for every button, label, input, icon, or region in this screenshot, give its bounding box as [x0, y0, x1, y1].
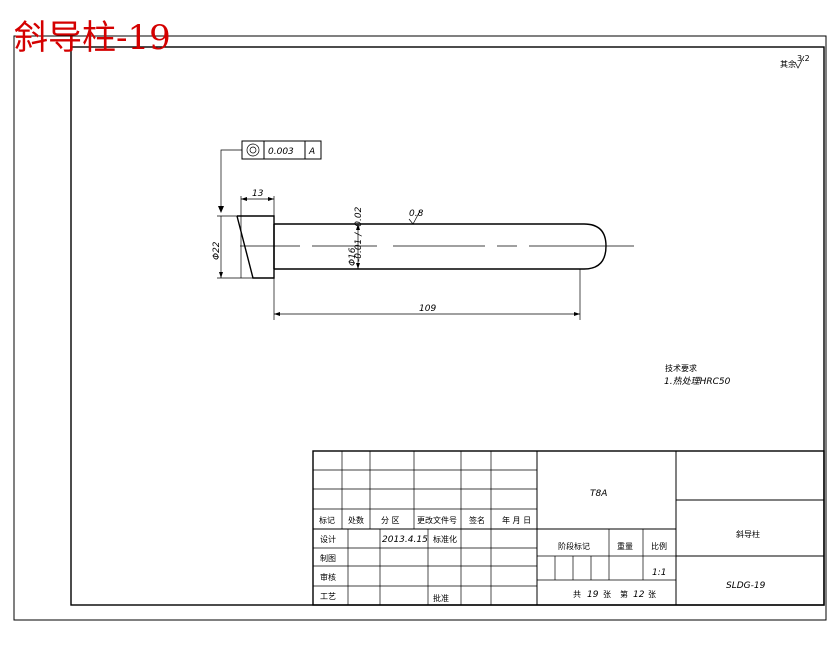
tb-sheets-label: 张 — [603, 590, 611, 599]
tb-material: T8A — [590, 489, 607, 499]
svg-text:109: 109 — [419, 304, 436, 314]
tb-weight: 重量 — [617, 541, 633, 551]
tb-process: 工艺 — [320, 592, 336, 601]
tb-doc-no: 更改文件号 — [417, 515, 457, 525]
tb-approve: 批准 — [433, 593, 449, 603]
tb-stage-mark: 阶段标记 — [558, 541, 590, 551]
svg-text:Φ16: Φ16 — [348, 247, 358, 266]
surface-note-value: 3.2 — [797, 54, 810, 63]
svg-text:0.8: 0.8 — [409, 209, 424, 219]
tb-draw: 制图 — [320, 553, 336, 563]
tb-total-label: 共 — [573, 590, 581, 599]
tb-scale: 1:1 — [652, 568, 666, 578]
tb-sign: 签名 — [469, 515, 485, 525]
dim-head-diameter: Φ22 — [212, 215, 253, 279]
tolerance-datum: A — [308, 147, 315, 157]
tolerance-value: 0.003 — [268, 147, 294, 157]
drawing-title: 斜导柱-19 — [14, 18, 171, 58]
tech-req-item: 1.热处理HRC50 — [664, 376, 731, 387]
tb-ratio: 比例 — [651, 541, 667, 551]
tb-check: 审核 — [320, 572, 336, 582]
surface-note: 其余 — [780, 59, 796, 69]
tb-ymd: 年 月 日 — [502, 515, 531, 525]
roughness-mark: 0.8 — [408, 209, 424, 225]
concentricity-icon — [246, 143, 260, 157]
roughness-check-icon — [408, 210, 421, 225]
dim-total-length: 109 — [273, 269, 581, 320]
roughness-symbol-icon — [794, 55, 805, 69]
tech-req-heading: 技术要求 — [665, 363, 697, 373]
svg-text:Φ22: Φ22 — [212, 241, 222, 260]
tolerance-frame: 0.003 A — [218, 140, 322, 213]
title-block — [312, 450, 825, 606]
outer-frame — [13, 35, 827, 621]
tb-nth-label: 第 — [620, 589, 628, 599]
tb-drawing-no: SLDG-19 — [726, 581, 766, 591]
tb-design: 设计 — [320, 534, 336, 544]
tb-std: 标准化 — [433, 534, 457, 544]
svg-text:13: 13 — [252, 189, 264, 199]
tb-sheet-total: 19 — [587, 590, 599, 600]
tb-zone: 分 区 — [381, 516, 400, 525]
tb-date: 2013.4.15 — [382, 535, 428, 545]
tb-count: 处数 — [348, 515, 364, 525]
tb-sheet-no: 12 — [633, 590, 645, 600]
part-outline — [236, 215, 607, 279]
tb-part-name: 斜导柱 — [736, 529, 760, 539]
dim-shaft-diameter: Φ16 -0.01 / -0.02 — [348, 206, 364, 269]
dim-head-length: 13 — [240, 189, 275, 216]
svg-text:-0.01 / -0.02: -0.01 / -0.02 — [354, 206, 364, 262]
tb-sheets-label-2: 张 — [648, 590, 656, 599]
tb-mark: 标记 — [319, 515, 335, 525]
